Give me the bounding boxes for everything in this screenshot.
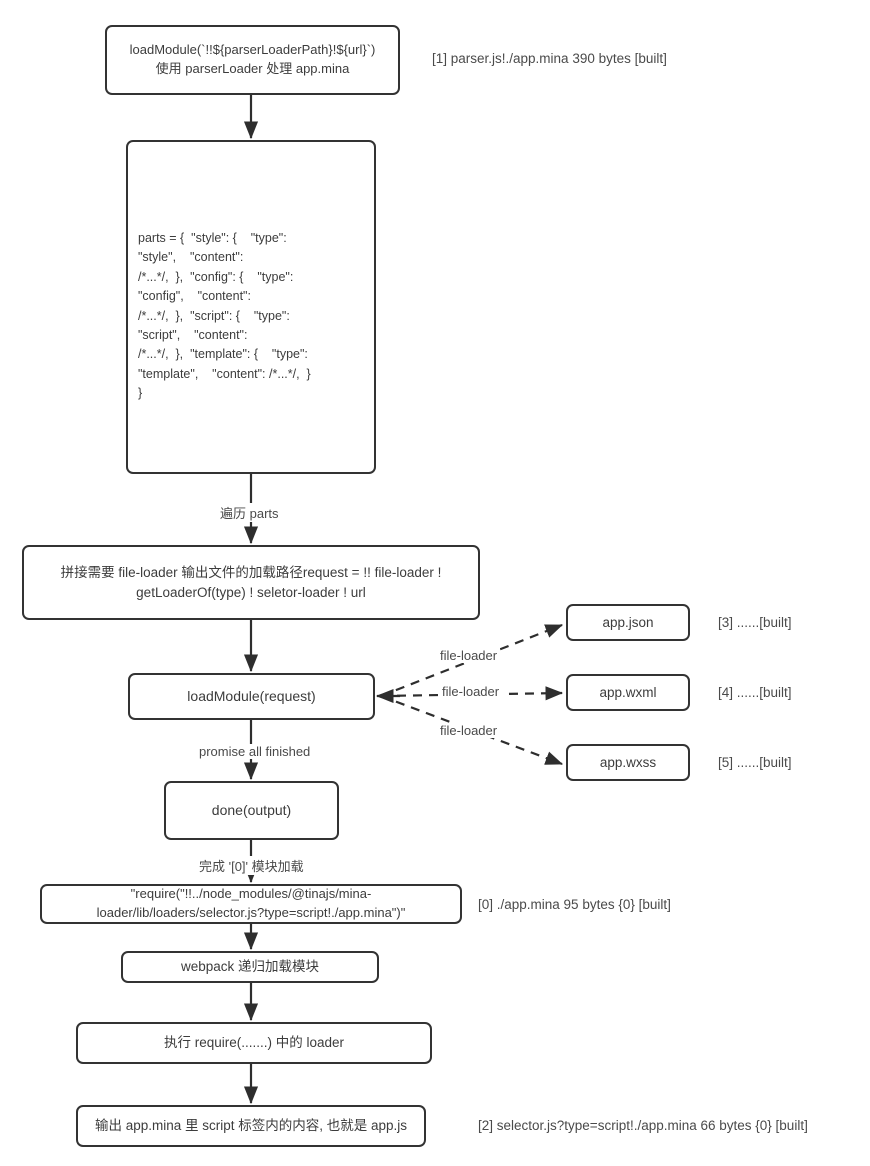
annotation-module-3: [3] ......[built] — [718, 615, 792, 630]
edge-label-traverse-parts: 遍历 parts — [217, 503, 282, 522]
annotation-module-2: [2] selector.js?type=script!./app.mina 6… — [478, 1118, 808, 1133]
edge-label-file-loader-wxml: file-loader — [439, 684, 503, 699]
node-app-wxss[interactable]: app.wxss — [566, 744, 690, 781]
edge-label-done-module-load: 完成 '[0]' 模块加载 — [196, 856, 307, 875]
edge-label-promise-all-finished: promise all finished — [196, 744, 314, 759]
edge-label-file-loader-wxss: file-loader — [437, 723, 501, 738]
node-concat-request-path[interactable]: 拼接需要 file-loader 输出文件的加载路径request = !! f… — [22, 545, 480, 620]
node-load-module-request[interactable]: loadModule(request) — [128, 673, 375, 720]
annotation-module-0: [0] ./app.mina 95 bytes {0} [built] — [478, 897, 671, 912]
node-done-output[interactable]: done(output) — [164, 781, 339, 840]
annotation-module-5: [5] ......[built] — [718, 755, 792, 770]
parts-code-text: parts = { "style": { "type": "style", "c… — [138, 231, 311, 400]
edge-label-file-loader-json: file-loader — [437, 648, 501, 663]
node-webpack-recursive-load[interactable]: webpack 递归加载模块 — [121, 951, 379, 983]
node-parts-object[interactable]: parts = { "style": { "type": "style", "c… — [126, 140, 376, 474]
node-app-wxml[interactable]: app.wxml — [566, 674, 690, 711]
node-require-statement[interactable]: "require("!!../node_modules/@tinajs/mina… — [40, 884, 462, 924]
node-output-app-js[interactable]: 输出 app.mina 里 script 标签内的内容, 也就是 app.js — [76, 1105, 426, 1147]
node-app-json[interactable]: app.json — [566, 604, 690, 641]
node-load-module-parser[interactable]: loadModule(`!!${parserLoaderPath}!${url}… — [105, 25, 400, 95]
annotation-module-1: [1] parser.js!./app.mina 390 bytes [buil… — [432, 51, 667, 66]
annotation-module-4: [4] ......[built] — [718, 685, 792, 700]
node-exec-require-loader[interactable]: 执行 require(.......) 中的 loader — [76, 1022, 432, 1064]
